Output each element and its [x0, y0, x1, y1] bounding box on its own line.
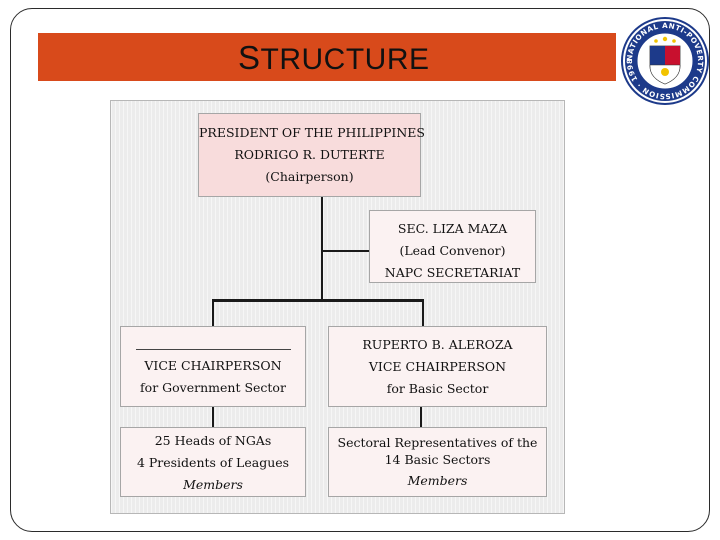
title-bar [38, 33, 616, 81]
slide-frame [10, 8, 710, 532]
connector-horizontal [212, 299, 424, 302]
members-basic-representatives: Sectoral Representatives of the [337, 435, 538, 450]
connector-left-drop [212, 299, 214, 326]
members-basic-label: Members [407, 473, 468, 488]
convenor-role: (Lead Convenor) [399, 243, 506, 258]
connector-right-drop [422, 299, 424, 326]
slide-title: STRUCTURE [238, 38, 430, 80]
convenor-name: SEC. LIZA MAZA [397, 221, 508, 236]
members-government-box: 25 Heads of NGAs 4 Presidents of Leagues… [120, 427, 306, 497]
connector-left-lower [212, 407, 214, 427]
napc-seal-icon: NATIONAL ANTI-POVERTY COMMISSION · 1998 … [620, 16, 709, 105]
chairperson-role: (Chairperson) [265, 169, 354, 184]
vice-chair-government-title: VICE CHAIRPERSON [144, 358, 282, 373]
convenor-office: NAPC SECRETARIAT [384, 265, 521, 280]
members-government-label: Members [183, 477, 243, 492]
members-government-leagues: 4 Presidents of Leagues [136, 455, 290, 470]
members-basic-sectors: 14 Basic Sectors [384, 452, 491, 467]
vice-chair-basic-title: VICE CHAIRPERSON [368, 359, 507, 374]
philippine-emblem-icon [649, 36, 681, 85]
chairperson-box: PRESIDENT OF THE PHILIPPINES RODRIGO R. … [198, 113, 425, 197]
connector-to-convenor [322, 250, 369, 252]
slide-title-initial: S [238, 39, 261, 76]
connector-right-lower [420, 407, 422, 427]
vice-chair-basic-box: RUPERTO B. ALEROZA VICE CHAIRPERSON for … [328, 326, 547, 407]
connector-chair-down [321, 197, 323, 300]
members-basic-box: Sectoral Representatives of the 14 Basic… [328, 427, 547, 497]
vice-chair-government-box: VICE CHAIRPERSON for Government Sector [120, 326, 306, 407]
chairperson-title: PRESIDENT OF THE PHILIPPINES [199, 125, 425, 140]
vice-chair-basic-name: RUPERTO B. ALEROZA [362, 337, 513, 352]
vice-chair-government-name-blank [135, 335, 291, 350]
slide-title-rest: TRUCTURE [260, 43, 430, 76]
convenor-box: SEC. LIZA MAZA (Lead Convenor) NAPC SECR… [369, 210, 536, 283]
members-government-ngas: 25 Heads of NGAs [154, 433, 272, 448]
vice-chair-basic-sector: for Basic Sector [386, 381, 489, 396]
chairperson-name: RODRIGO R. DUTERTE [234, 147, 385, 162]
vice-chair-government-sector: for Government Sector [140, 380, 286, 395]
